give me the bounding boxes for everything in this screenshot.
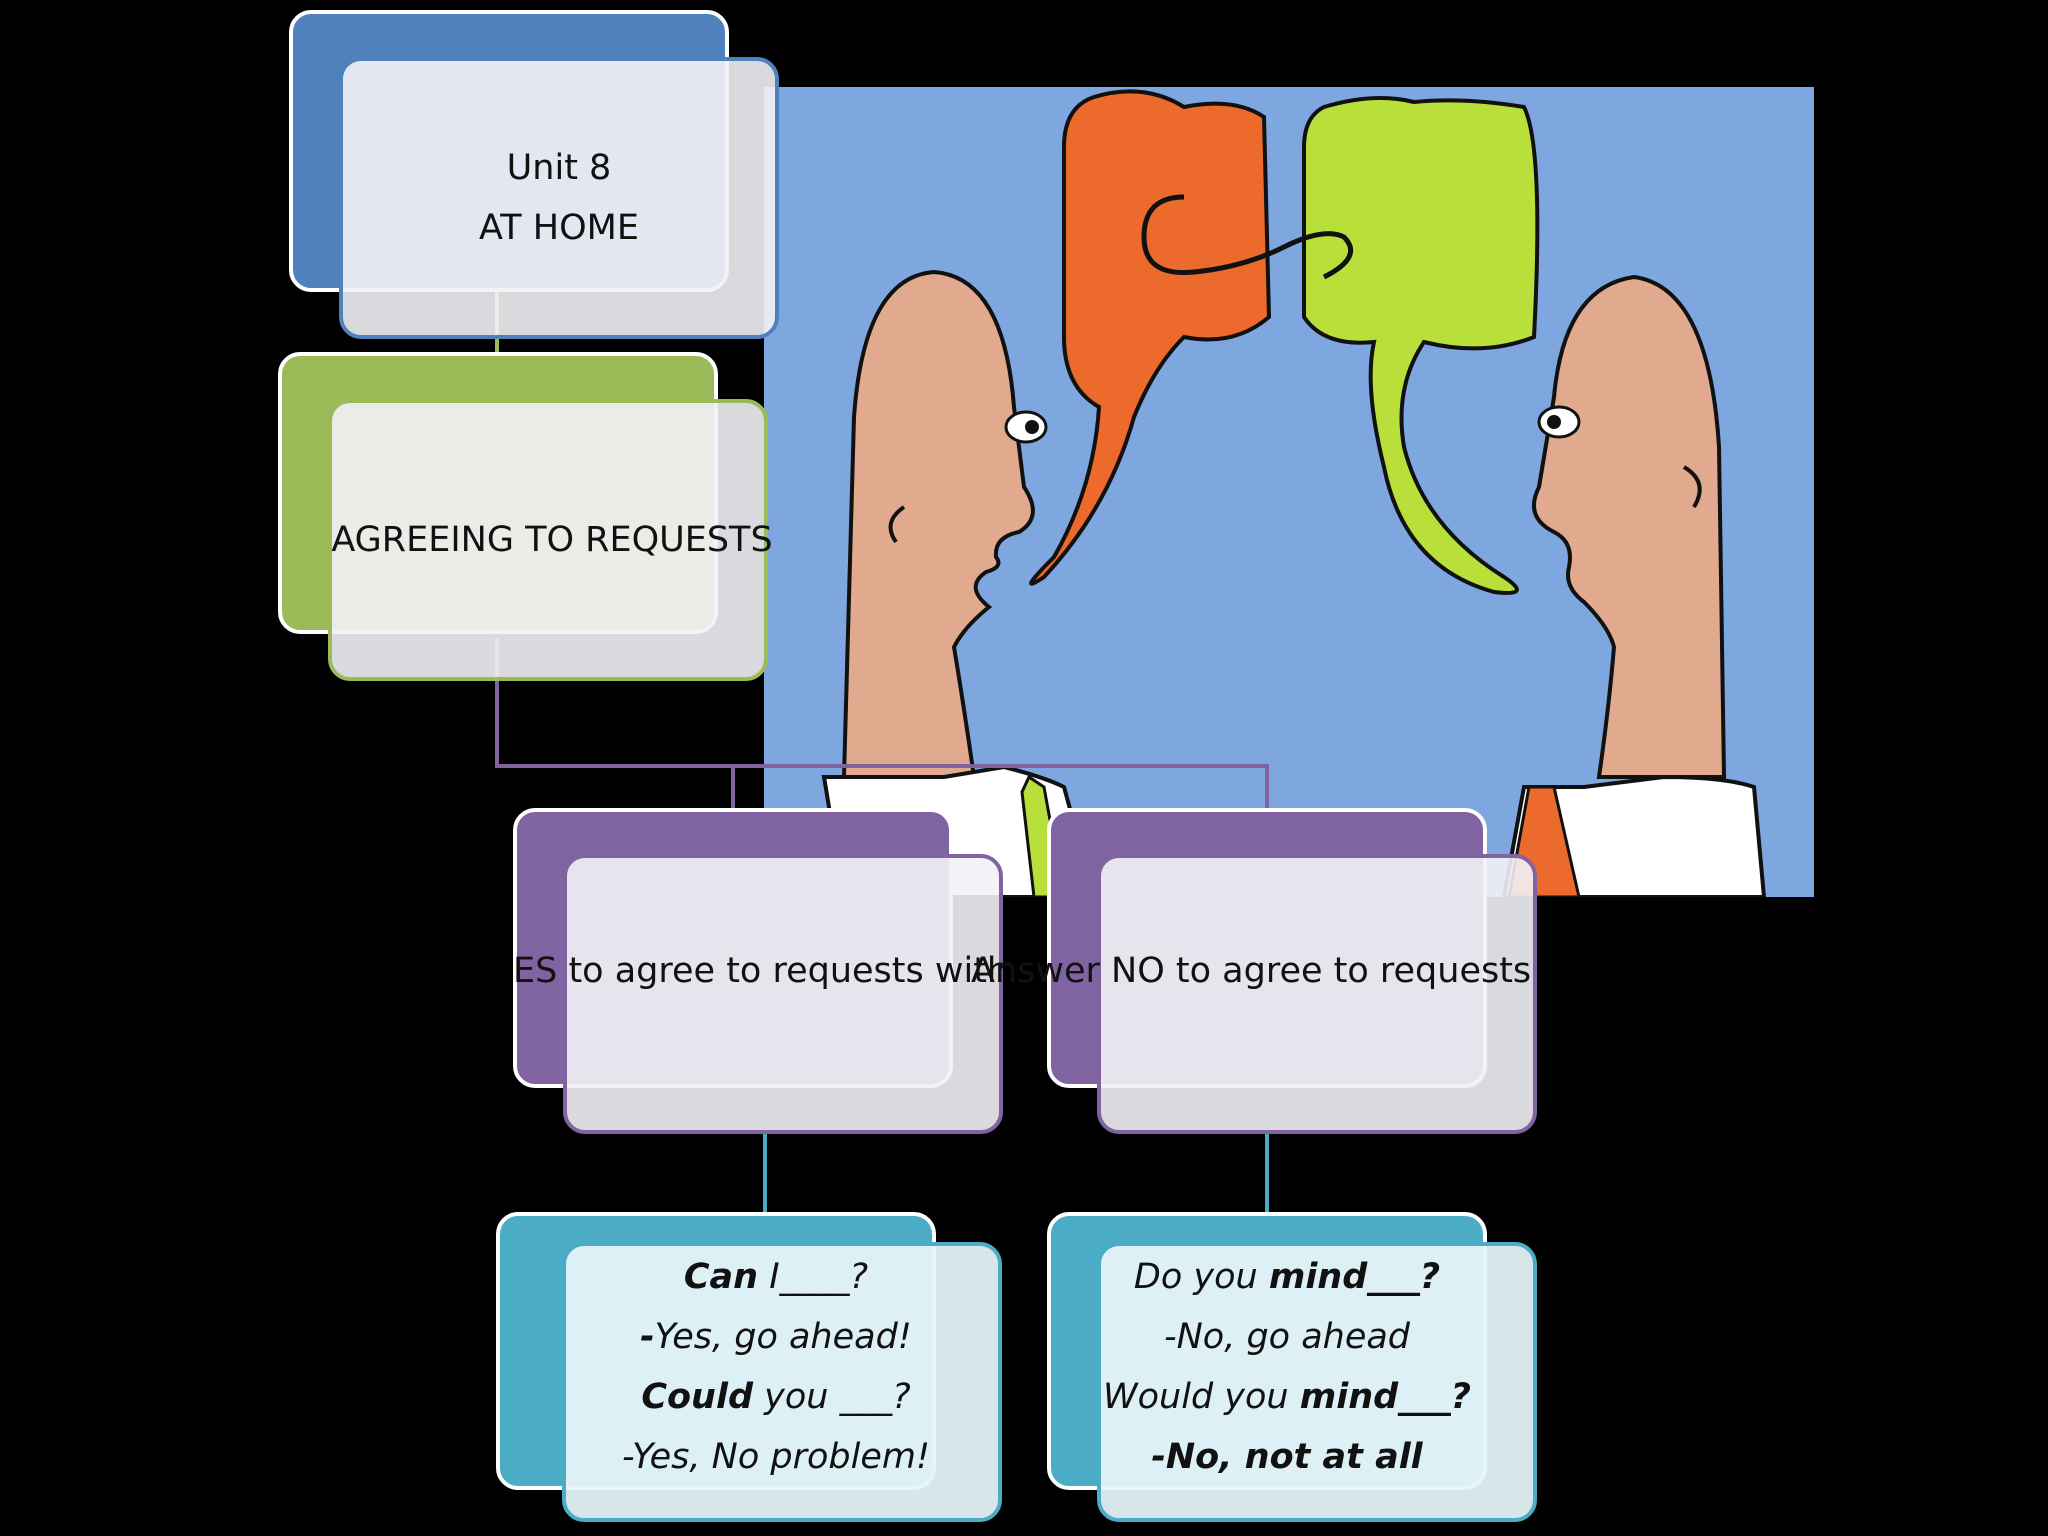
topic-node-label: AGREEING TO REQUESTS xyxy=(312,403,792,677)
branch-left-label: ES to agree to requests with Ca xyxy=(513,951,1003,991)
example-right-front xyxy=(1097,1242,1537,1522)
example-left-node: Can I____? -Yes, go ahead! Could you ___… xyxy=(496,1212,1002,1522)
example-left-answer-1: -Yes, go ahead! xyxy=(640,1317,912,1357)
example-right-question-2: Would you mind___? xyxy=(1103,1377,1471,1417)
example-left-text: Can I____? -Yes, go ahead! Could you ___… xyxy=(526,1212,1026,1522)
branch-left-label-clip: ES to agree to requests with Ca xyxy=(513,808,1003,1134)
title-node-label: Unit 8 AT HOME xyxy=(343,61,775,335)
orange-speech-bubble xyxy=(1029,89,1272,586)
right-person-head xyxy=(1532,274,1727,779)
unit-title: AT HOME xyxy=(479,208,639,248)
topic-title: AGREEING TO REQUESTS xyxy=(331,520,773,560)
branch-right-label-clip: Answer NO to agree to requests wi xyxy=(971,808,1537,1134)
topic-node: AGREEING TO REQUESTS xyxy=(278,352,773,681)
example-right-node: Do you mind___? -No, go ahead Would you … xyxy=(1047,1212,1537,1522)
lime-speech-bubble xyxy=(1302,96,1540,595)
branch-left-node: ES to agree to requests with Ca xyxy=(513,808,1003,1134)
title-node: Unit 8 AT HOME xyxy=(289,10,779,339)
example-right-question-1: Do you mind___? xyxy=(1133,1257,1441,1297)
unit-number: Unit 8 xyxy=(506,148,612,188)
example-left-answer-2: -Yes, No problem! xyxy=(622,1437,930,1477)
title-node-front: Unit 8 AT HOME xyxy=(339,57,779,339)
branch-right-front xyxy=(1097,854,1537,1134)
example-left-front xyxy=(562,1242,1002,1522)
topic-node-front: AGREEING TO REQUESTS xyxy=(328,399,773,681)
example-right-text: Do you mind___? -No, go ahead Would you … xyxy=(1067,1212,1507,1522)
branch-left-front xyxy=(563,854,1003,1134)
example-right-answer-2: -No, not at all xyxy=(1151,1437,1423,1477)
example-left-question-2: Could you ___? xyxy=(641,1377,911,1417)
example-left-question-1: Can I____? xyxy=(683,1257,869,1297)
branch-right-node: Answer NO to agree to requests wi xyxy=(971,808,1537,1134)
conversation-illustration xyxy=(764,87,1814,897)
example-right-answer-1: -No, go ahead xyxy=(1163,1317,1411,1357)
bubble-interlock xyxy=(1141,194,1354,280)
branch-right-label: Answer NO to agree to requests wi xyxy=(971,951,1537,991)
